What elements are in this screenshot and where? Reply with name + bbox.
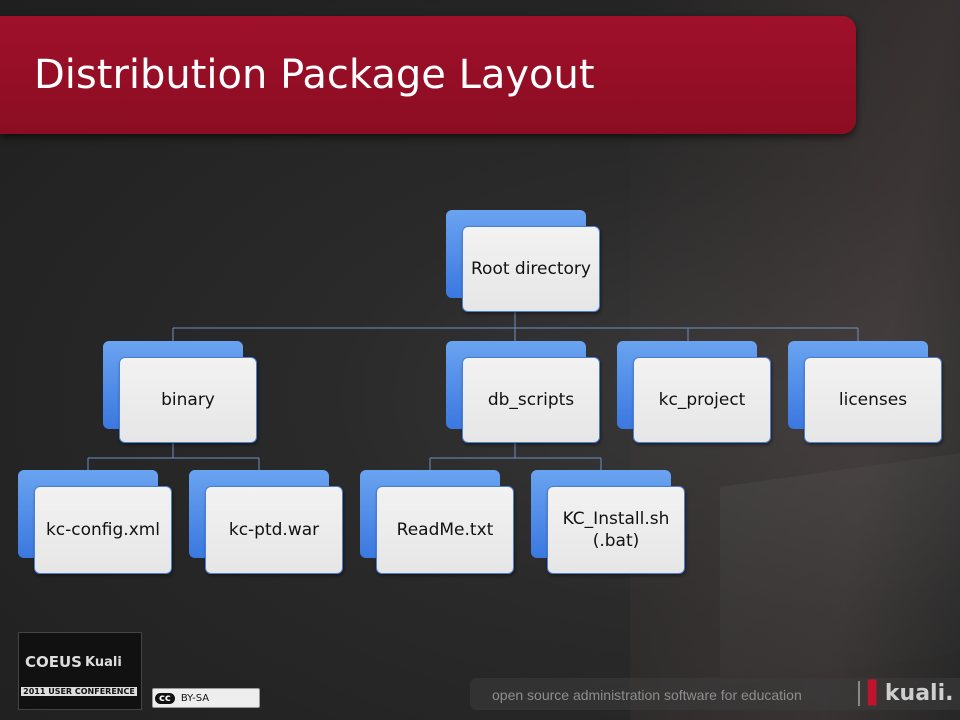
node-label: binary — [119, 357, 257, 443]
node-label: ReadMe.txt — [376, 486, 514, 574]
node-label: kc-config.xml — [34, 486, 172, 574]
node-label: db_scripts — [462, 357, 600, 443]
node-label: Root directory — [462, 226, 600, 312]
license-text: BY-SA — [180, 692, 210, 704]
node-label: KC_Install.sh (.bat) — [547, 486, 685, 574]
cc-license-badge[interactable]: cc BY-SA — [152, 688, 260, 708]
node-label: kc_project — [633, 357, 771, 443]
conference-caption: 2011 USER CONFERENCE — [21, 687, 137, 696]
kuali-k-icon: ▌ — [868, 681, 885, 706]
node-label: kc-ptd.war — [205, 486, 343, 574]
conference-logo: COEUS Kuali 2011 USER CONFERENCE — [18, 632, 142, 710]
footer-bar — [470, 678, 960, 710]
slide-title: Distribution Package Layout — [34, 52, 595, 98]
coeus-logo-text: COEUS — [25, 653, 82, 671]
node-label: licenses — [804, 357, 942, 443]
kuali-logo-text: Kuali — [85, 655, 122, 670]
footer-tagline: open source administration software for … — [492, 687, 802, 703]
kuali-brand-logo: ▌kuali. — [858, 681, 954, 706]
cc-icon: cc — [155, 692, 175, 704]
title-bar — [0, 16, 856, 134]
